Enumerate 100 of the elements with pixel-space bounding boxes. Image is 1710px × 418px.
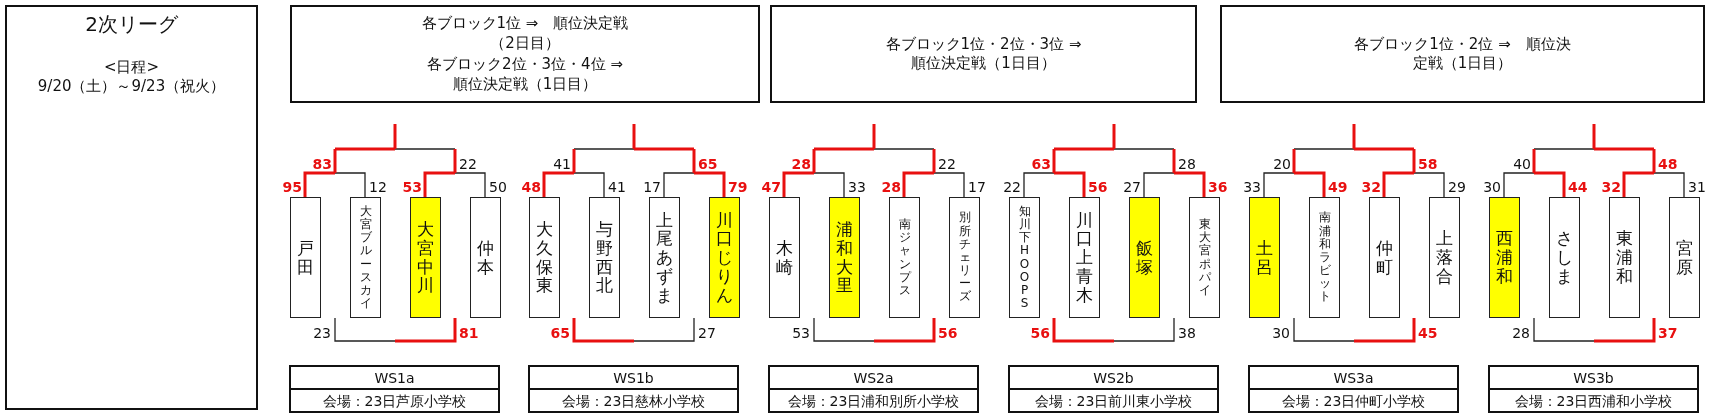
team-name: 大久保東 [536,220,553,295]
venue-box [528,365,739,413]
score: 81 [459,326,479,340]
team-name: 川口じりん [716,210,733,305]
score: 30 [1272,326,1290,340]
team-box [470,197,501,318]
score: 17 [643,180,661,194]
team-name: 仲町 [1376,238,1393,277]
score: 47 [761,180,781,194]
score: 27 [1123,180,1141,194]
note-text: 各ブロック1位・2位・3位 ⇒ 順位決定戦（1日目） [884,34,1083,74]
team-name: さしま [1556,229,1573,286]
team-name: 大宮ブルースカイ [359,204,372,311]
team-name: 飯塚 [1136,238,1153,277]
team-name: 宮原 [1676,238,1693,277]
block-name: WS2b [1010,367,1217,390]
team-box [529,197,560,318]
note-text: 各ブロック2位・3位・4位 ⇒ 順位決定戦（1日目） [426,55,624,94]
team-name: 上落合 [1436,229,1453,286]
note-text: 各ブロック1位・2位 ⇒ 順位決定戦（1日目） [1353,34,1572,74]
team-name: 別所チェリーズ [958,211,971,304]
block-name: WS3a [1250,367,1457,390]
team-box [1369,197,1400,318]
team-name: 大宮中川 [417,220,434,295]
team-box [410,197,441,318]
score: 28 [1512,326,1530,340]
score: 33 [848,180,866,194]
venue-text: 会場：23日仲町小学校 [1280,391,1427,411]
team-box [1489,197,1520,318]
score: 53 [402,180,422,194]
venue-text: 会場：23日浦和別所小学校 [786,391,961,411]
venue-text: 会場：23日慈林小学校 [560,391,707,411]
score: 53 [792,326,810,340]
team-box [1069,197,1100,318]
team-name: 西浦和 [1496,229,1513,286]
score: 48 [1658,157,1678,171]
team-box [290,197,321,318]
team-box [1249,197,1280,318]
team-box [1009,197,1040,318]
block-name: WS2a [770,367,977,390]
score: 22 [1003,180,1021,194]
score: 31 [1688,180,1706,194]
team-box [1549,197,1580,318]
score: 56 [1030,326,1050,340]
score: 83 [312,157,332,171]
score: 20 [1273,157,1291,171]
team-box [1669,197,1700,318]
score: 38 [1178,326,1196,340]
team-box [769,197,800,318]
note-box [1220,5,1705,103]
team-box [649,197,680,318]
score: 32 [1361,180,1381,194]
team-box [1429,197,1460,318]
score: 44 [1568,180,1588,194]
team-name: 上尾あずま [656,210,673,305]
team-name: 南ジャンプス [898,217,911,298]
team-box [1609,197,1640,318]
team-box [949,197,980,318]
score: 48 [521,180,541,194]
team-box [709,197,740,318]
team-name: 木崎 [776,238,793,277]
score: 27 [698,326,716,340]
venue-text: 会場：23日芦原小学校 [321,391,468,411]
block-name: WS1a [291,367,498,390]
score: 36 [1208,180,1228,194]
score: 45 [1418,326,1438,340]
venue-box [1008,365,1219,413]
info-panel [5,5,258,410]
schedule-heading: <日程> [103,58,160,77]
score: 41 [553,157,571,171]
score: 30 [1483,180,1501,194]
team-name: 知川下HOOPS [1018,204,1031,311]
score: 40 [1513,157,1531,171]
score: 63 [1031,157,1051,171]
score: 28 [791,157,811,171]
team-box [1189,197,1220,318]
score: 65 [550,326,570,340]
score: 41 [608,180,626,194]
score: 37 [1658,326,1678,340]
score: 79 [728,180,748,194]
venue-box [1248,365,1459,413]
team-name: 東大宮ポパイ [1198,217,1211,298]
team-name: 土呂 [1256,238,1273,277]
note-text: 各ブロック1位 ⇒ 順位決定戦（2日目） [420,14,630,53]
score: 29 [1448,180,1466,194]
score: 23 [313,326,331,340]
score: 33 [1243,180,1261,194]
score: 22 [938,157,956,171]
team-name: 仲本 [477,238,494,277]
score: 50 [489,180,507,194]
team-box [1129,197,1160,318]
score: 28 [881,180,901,194]
team-name: 東浦和 [1616,229,1633,286]
block-name: WS3b [1490,367,1697,390]
team-name: 与野西北 [596,220,613,295]
score: 32 [1601,180,1621,194]
team-name: 南浦和ラビット [1318,211,1331,304]
score: 28 [1178,157,1196,171]
block-name: WS1b [530,367,737,390]
schedule-dates: 9/20（土）～9/23（祝火） [37,77,226,96]
